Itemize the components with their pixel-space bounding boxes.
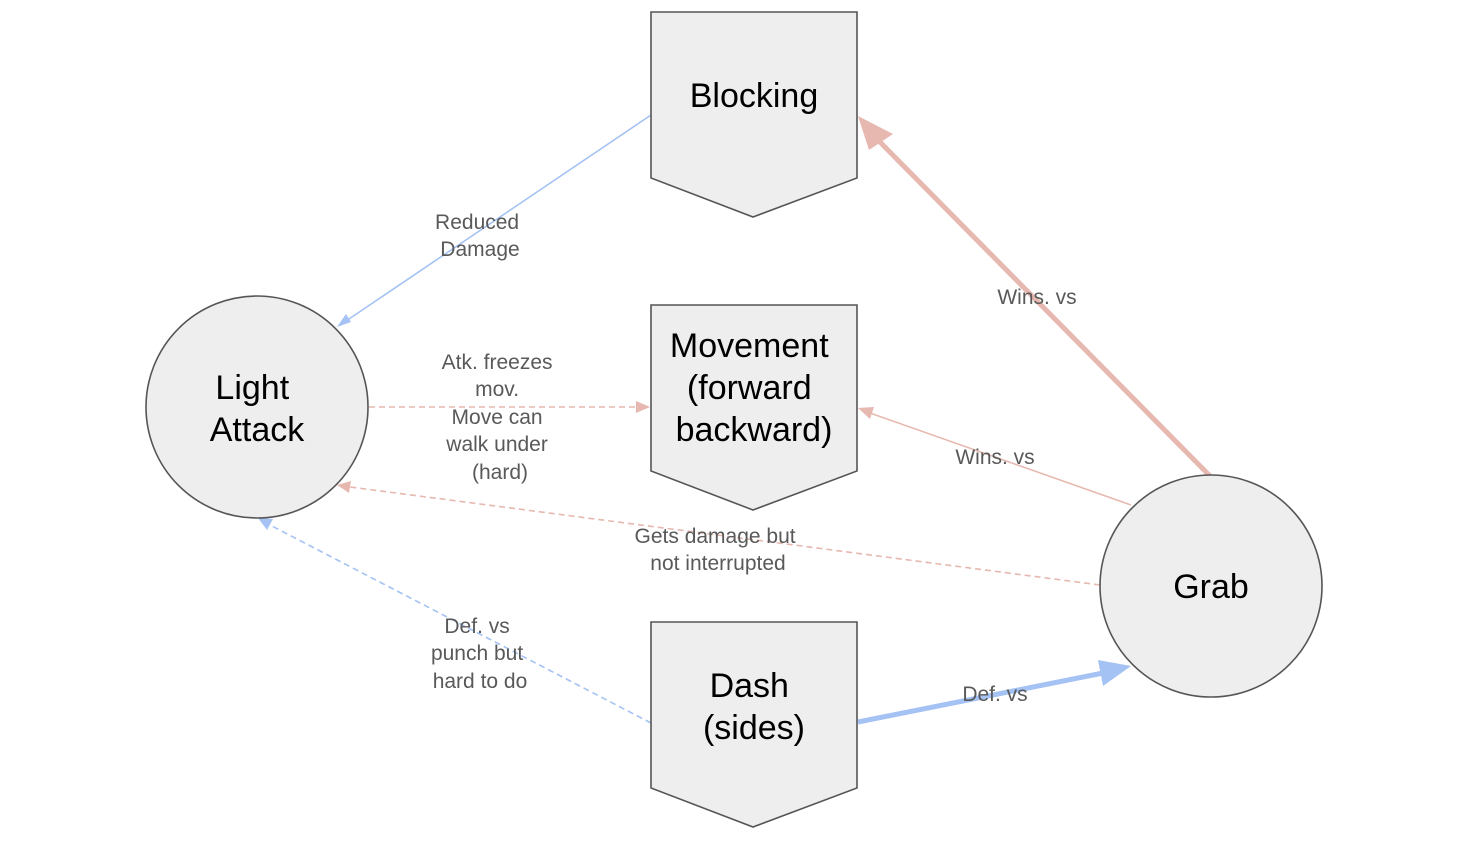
- edge-label-line: punch but: [431, 642, 523, 665]
- node-light-attack[interactable]: Light Attack: [145, 295, 369, 519]
- edge-arrowhead: [337, 481, 351, 493]
- edge-light-attack-to-movement: [369, 401, 650, 413]
- edge-arrowhead: [636, 401, 650, 413]
- edge-label-wins-movement: Wins. vs: [955, 446, 1034, 469]
- node-label-line: Grab: [1173, 568, 1249, 606]
- node-label-line: Dash: [710, 667, 789, 705]
- edge-label-wins-blocking: Wins. vs: [997, 286, 1076, 309]
- edge-label-reduced-damage: Reduced Damage: [435, 211, 525, 261]
- svg-text:Blocking: Blocking: [690, 77, 819, 115]
- edge-blocking-to-light-attack: [337, 114, 652, 327]
- node-label-line: Attack: [210, 411, 305, 449]
- edge-dash-to-light-attack: [258, 518, 652, 724]
- node-dash[interactable]: Dash (sides): [650, 621, 858, 828]
- edge-label-freezes: Atk. freezes mov. Move can walk under (h…: [442, 351, 559, 484]
- svg-text:Dash (sides): Dash (sides): [703, 667, 805, 747]
- node-grab[interactable]: Grab: [1099, 474, 1323, 698]
- edge-label-line: Def. vs: [962, 683, 1027, 706]
- edge-grab-to-light-attack: [337, 481, 1101, 586]
- edge-label-line: hard to do: [433, 670, 528, 693]
- svg-text:Light Attack: Light Attack: [210, 369, 305, 449]
- edge-label-line: Move can: [452, 406, 543, 429]
- svg-text:Grab: Grab: [1173, 568, 1249, 606]
- edge-label-line: (hard): [472, 461, 528, 484]
- edge-grab-to-movement: [858, 407, 1132, 506]
- edge-label-line: Wins. vs: [955, 446, 1034, 469]
- edge-dash-to-grab: [857, 660, 1131, 725]
- edge-label-line: mov.: [475, 378, 519, 401]
- node-blocking[interactable]: Blocking: [650, 11, 858, 218]
- edge-label-line: Wins. vs: [997, 286, 1076, 309]
- node-label-line: Light: [215, 369, 289, 407]
- edge-label-line: Gets damage but: [635, 525, 796, 548]
- edge-label-line: Atk. freezes: [442, 351, 553, 374]
- node-label-line: Movement: [670, 327, 829, 365]
- edge-grab-to-blocking: [858, 116, 1212, 478]
- edge-arrowhead: [858, 116, 893, 150]
- edge-arrowhead: [258, 518, 273, 530]
- edge-label-gets-damage: Gets damage but not interrupted: [635, 525, 802, 575]
- edge-label-line: walk under: [445, 433, 548, 456]
- node-label-line: (forward: [687, 369, 812, 407]
- edge-label-line: not interrupted: [650, 552, 785, 575]
- edge-label-line: Reduced: [435, 211, 519, 234]
- node-label-line: backward): [676, 411, 833, 449]
- svg-text:Movement (forward: Movement (forward backward): [670, 327, 838, 449]
- edge-label-line: Damage: [440, 238, 519, 261]
- edge-arrowhead: [337, 314, 351, 327]
- edge-label-line: Def. vs: [444, 615, 509, 638]
- node-label-line: Blocking: [690, 77, 819, 115]
- edge-label-def-grab: Def. vs: [962, 683, 1027, 706]
- edge-arrowhead: [1098, 660, 1131, 686]
- node-label-line: (sides): [703, 709, 805, 747]
- node-movement[interactable]: Movement (forward backward): [650, 304, 858, 511]
- edge-label-def-punch: Def. vs punch but hard to do: [431, 615, 529, 693]
- edge-arrowhead: [858, 407, 874, 419]
